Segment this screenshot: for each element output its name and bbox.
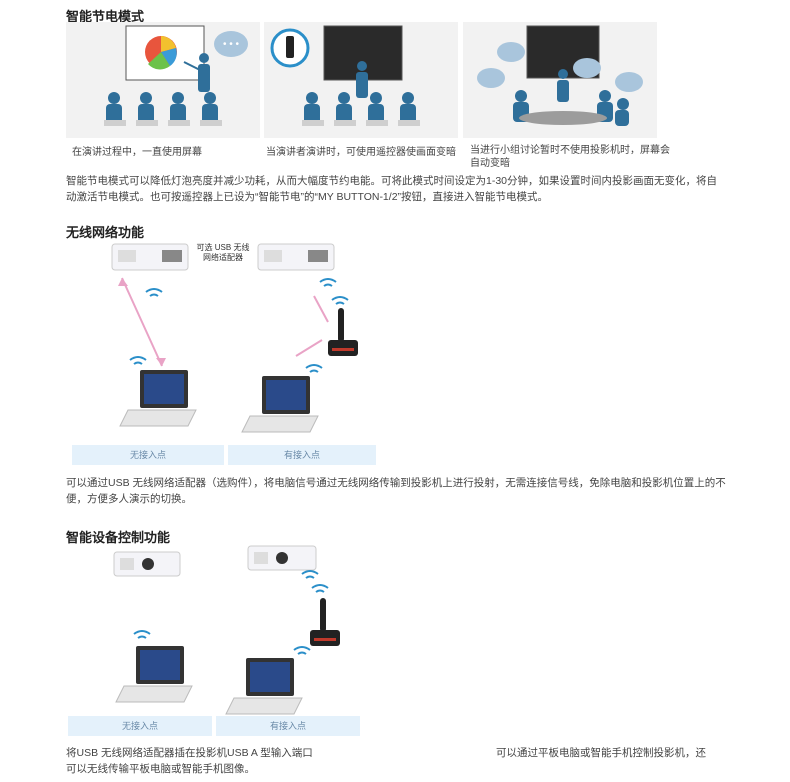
usb-adapter-label: 可选 USB 无线网络适配器 xyxy=(196,243,250,262)
eco-paragraph: 智能节电模式可以降低灯泡亮度并减少功耗，从而大幅度节约电能。可将此模式时间设定为… xyxy=(66,175,718,203)
wireless-paragraph: 可以通过USB 无线网络适配器（选购件），将电脑信号通过无线网络传输到投影机上进… xyxy=(66,477,726,505)
smart-illustration xyxy=(66,540,386,740)
wireless-band-no-ap: 无接入点 xyxy=(72,445,224,465)
eco-illustration-2 xyxy=(264,22,458,138)
wireless-band-with-ap: 有接入点 xyxy=(228,445,376,465)
eco-illustration-3 xyxy=(463,22,657,138)
smart-text-right: 可以通过平板电脑或智能手机控制投影机，还 xyxy=(496,747,706,759)
smart-text-left: 将USB 无线网络适配器插在投影机USB A 型输入端口 xyxy=(66,747,313,759)
smart-band-no-ap: 无接入点 xyxy=(68,716,212,736)
smart-heading: 智能设备控制功能 xyxy=(66,530,171,545)
svg-text:• • •: • • • xyxy=(223,39,240,50)
wireless-illustration xyxy=(66,238,386,468)
smart-band-with-ap: 有接入点 xyxy=(216,716,360,736)
eco-caption-3: 当进行小组讨论暂时不使用投影机时，屏幕会自动变暗 xyxy=(470,145,670,169)
eco-caption-2: 当演讲者演讲时，可使用遥控器使画面变暗 xyxy=(266,147,456,158)
wireless-heading: 无线网络功能 xyxy=(66,225,145,240)
eco-illustration-1: • • • xyxy=(66,22,260,138)
eco-caption-1: 在演讲过程中，一直使用屏幕 xyxy=(72,147,202,158)
smart-text-line2: 可以无线传输平板电脑或智能手机图像。 xyxy=(66,763,255,775)
eco-heading: 智能节电模式 xyxy=(66,9,145,24)
